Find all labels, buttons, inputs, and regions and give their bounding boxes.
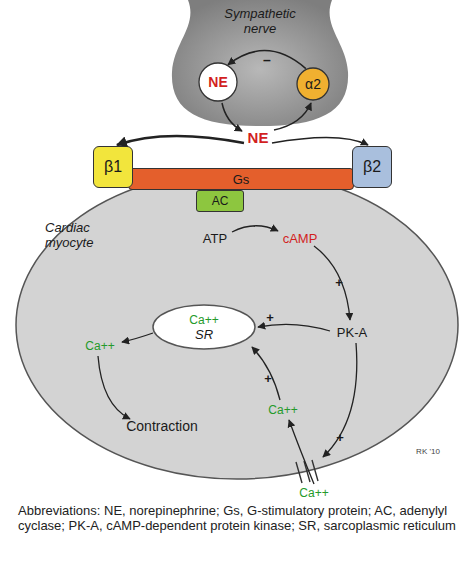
node-text: SR [195, 327, 213, 342]
ion-label: Ca++ [268, 404, 297, 416]
sign-label: + [336, 431, 344, 444]
caption-text: Abbreviations: NE, norepinephrine; Gs, G… [18, 503, 456, 533]
sign-label: + [335, 276, 343, 289]
author-mark: RK '10 [416, 448, 440, 456]
node-text: Cardiac myocyte [45, 220, 125, 250]
sign-label: + [264, 372, 272, 385]
node-text: Ca++ [189, 313, 218, 327]
process-label: Contraction [126, 419, 198, 433]
nerve-terminal: Sympathetic nerveNE α2 [170, 0, 350, 128]
binding-arrow [117, 136, 244, 145]
node-text: Gs [233, 172, 250, 187]
cell-ellipse: Cardiac myocyteCa++SR [15, 170, 459, 480]
binding-arrow [272, 137, 368, 145]
node-text: Sympathetic nerve [210, 6, 310, 36]
ion-label: Ca++ [85, 340, 114, 352]
node-text: β2 [363, 158, 381, 176]
enzyme-label: PK-A [337, 326, 367, 339]
node-text: β1 [104, 158, 122, 176]
edge-label: – [263, 53, 271, 67]
receptor-circle: α2 [296, 67, 330, 101]
molecule-label: ATP [203, 232, 227, 245]
protein-band: Gs [128, 168, 354, 190]
transmitter-label: NE [248, 130, 269, 145]
node-text: α2 [305, 76, 321, 92]
node-text: NE [208, 74, 227, 90]
receptor-box: β2 [352, 146, 392, 188]
ion-label: Ca++ [299, 487, 328, 499]
node-text: AC [212, 194, 229, 208]
molecule-label: cAMP [283, 232, 318, 245]
enzyme-box: AC [196, 190, 244, 212]
organelle-ellipse: Ca++SR [152, 304, 256, 350]
abbreviation-caption: Abbreviations: NE, norepinephrine; Gs, G… [18, 503, 458, 533]
receptor-box: β1 [93, 146, 133, 188]
sign-label: + [266, 311, 274, 324]
vesicle-circle: NE [198, 62, 238, 102]
